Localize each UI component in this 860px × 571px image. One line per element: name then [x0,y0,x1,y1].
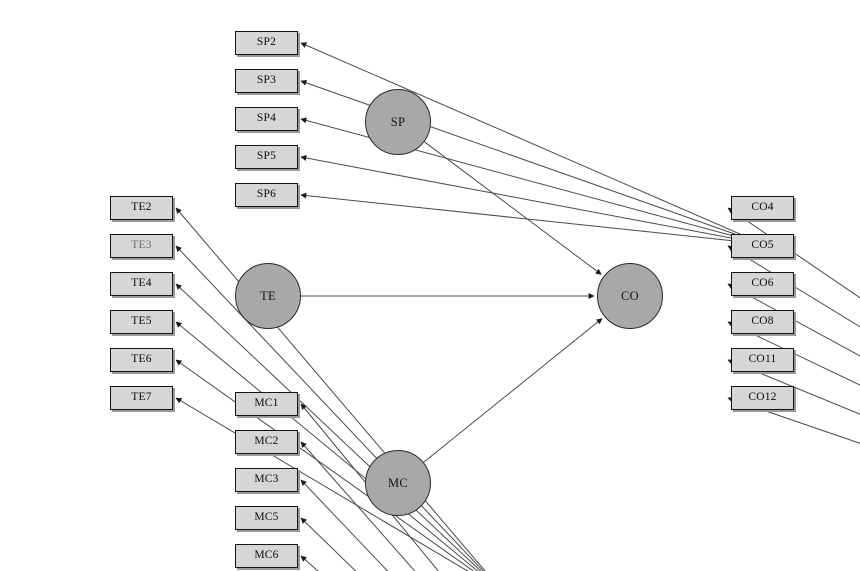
indicator-box-mc5[interactable]: MC5 [235,506,298,530]
measurement-path-te-to-te3 [175,245,484,571]
indicator-box-te6[interactable]: TE6 [110,348,173,372]
measurement-path-sp-to-sp6 [300,192,764,245]
indicator-box-co11[interactable]: CO11 [731,348,794,372]
indicator-box-te3[interactable]: TE3 [110,234,173,258]
indicator-box-te5[interactable]: TE5 [110,310,173,334]
indicator-box-te4[interactable]: TE4 [110,272,173,296]
latent-node-co[interactable]: CO [597,263,663,329]
measurement-path-te-to-te6 [175,359,475,571]
latent-node-sp[interactable]: SP [365,89,431,155]
indicator-box-sp6[interactable]: SP6 [235,183,298,207]
indicator-box-sp3[interactable]: SP3 [235,69,298,93]
measurement-path-te-to-te2 [175,207,486,571]
indicator-box-co6[interactable]: CO6 [731,272,794,296]
measurement-path-co-to-co11 [727,359,860,415]
measurement-path-mc-to-mc3 [300,479,389,571]
structural-path-sp-to-co [424,141,602,275]
indicator-box-co12[interactable]: CO12 [731,386,794,410]
measurement-path-co-to-co12 [727,396,860,444]
measurement-path-co-to-co4 [727,207,860,299]
measurement-path-mc-to-mc5 [300,517,357,571]
measurement-path-mc-to-mc6 [300,555,319,571]
indicator-box-mc6[interactable]: MC6 [235,544,298,568]
structural-path-mc-to-co [423,318,603,463]
indicator-box-sp5[interactable]: SP5 [235,145,298,169]
measurement-path-te-to-te7 [175,397,469,571]
latent-node-mc[interactable]: MC [365,450,431,516]
indicator-box-te7[interactable]: TE7 [110,386,173,410]
structural-edges [301,141,603,463]
latent-node-te[interactable]: TE [235,263,301,329]
measurement-path-sp-to-sp2 [300,42,764,245]
indicator-box-mc3[interactable]: MC3 [235,468,298,492]
indicator-box-co5[interactable]: CO5 [731,234,794,258]
measurement-path-te-to-te5 [175,321,479,571]
measurement-path-mc-to-mc2 [300,441,416,571]
indicator-box-co8[interactable]: CO8 [731,310,794,334]
measurement-path-sp-to-sp5 [300,155,764,245]
indicator-box-sp4[interactable]: SP4 [235,107,298,131]
indicator-box-mc2[interactable]: MC2 [235,430,298,454]
measurement-path-te-to-te4 [175,283,482,571]
indicator-box-te2[interactable]: TE2 [110,196,173,220]
measurement-path-co-to-co6 [727,283,860,357]
indicator-box-mc1[interactable]: MC1 [235,392,298,416]
indicator-box-co4[interactable]: CO4 [731,196,794,220]
measurement-path-co-to-co8 [727,321,860,386]
measurement-path-co-to-co5 [727,245,860,328]
indicator-box-sp2[interactable]: SP2 [235,31,298,55]
